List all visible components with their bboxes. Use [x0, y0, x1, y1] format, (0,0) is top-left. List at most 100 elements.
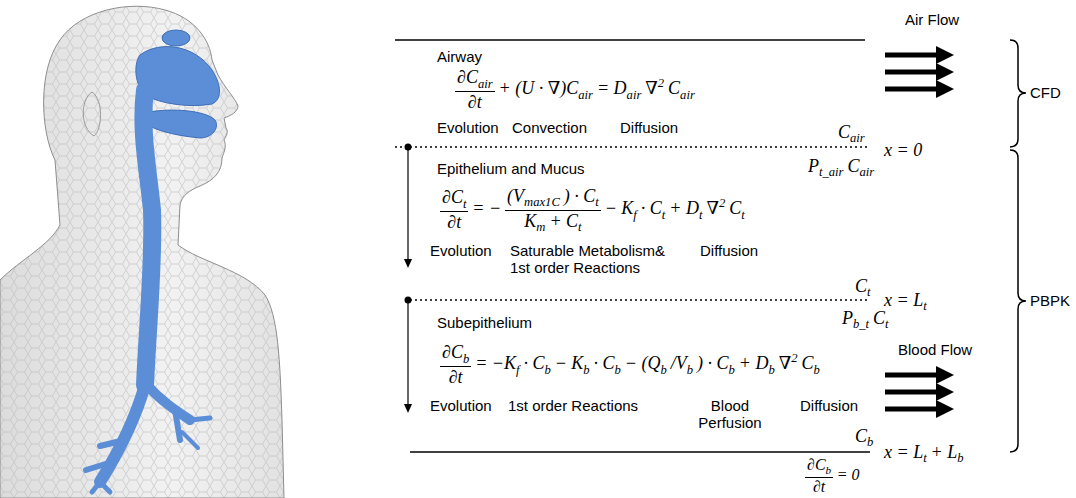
subscript: b	[814, 363, 820, 377]
numerator: ∂Cb	[440, 342, 471, 366]
equation-term: ) · C	[697, 353, 729, 373]
boundary-value: C	[838, 122, 850, 142]
layer-band: SubepitheliumEvolution1st order Reaction…	[395, 300, 870, 452]
denominator: Km+ Ct	[505, 210, 601, 235]
subscript: air	[578, 88, 593, 102]
subscript: t_air	[819, 165, 844, 179]
boundary-value-group: Cb	[855, 426, 873, 450]
equation-term: K	[524, 211, 536, 231]
term-label: Diffusion	[620, 119, 678, 136]
subscript: b	[615, 363, 621, 377]
layer-heading: Subepithelium	[437, 314, 532, 331]
boundary-value-group: Pt_airCair	[808, 156, 874, 180]
boundary-value-group: Cair	[838, 122, 865, 146]
subscript: air	[478, 77, 493, 91]
equation-term: ) · C	[564, 186, 596, 206]
flow-label-group: Blood Flow	[898, 341, 972, 358]
subscript: b_t	[853, 317, 869, 331]
arrow-head	[404, 404, 412, 413]
equation-term: + C	[549, 211, 578, 231]
layer-heading: Airway	[437, 48, 482, 65]
superscript: 2	[658, 76, 664, 90]
blood-flow-arrows	[885, 366, 954, 418]
fraction: ∂Cb∂t	[805, 456, 833, 496]
subscript: air	[680, 88, 695, 102]
model-label-group: CFD	[1030, 84, 1061, 101]
subscript: f	[516, 363, 520, 377]
equation-term: + D	[669, 198, 699, 218]
boundary-dotted-line	[395, 146, 870, 148]
boundary-value: C	[855, 276, 867, 296]
subscript: t	[885, 317, 889, 331]
fraction: ∂Cb∂t	[440, 342, 471, 388]
flow-label: Air Flow	[905, 11, 959, 28]
position-label: + L	[931, 442, 958, 462]
boundary-dotted-line	[405, 299, 870, 301]
term-label: Saturable Metabolism& 1st order Reaction…	[510, 242, 675, 277]
term-label: Convection	[512, 119, 587, 136]
subscript: t	[923, 299, 927, 313]
subscript: b	[957, 451, 963, 465]
fraction: ∂Cair∂t	[455, 67, 495, 113]
layer-heading: Epithelium and Mucus	[437, 160, 585, 177]
equation-term: ∇	[645, 78, 658, 98]
equation-term: ∂C	[442, 342, 463, 362]
flow-label: Blood Flow	[898, 341, 972, 358]
subscript: air	[627, 88, 642, 102]
equation-term-group: ∂Cb∂t= −Kf· Cb− Kb· Cb− (Qb/Vb) · Cb+ Db…	[440, 342, 820, 388]
subscript: b	[867, 435, 873, 449]
superscript: 2	[791, 351, 797, 365]
subscript: b	[768, 363, 774, 377]
equation-term: = −K	[475, 353, 516, 373]
equation-term: · C	[523, 353, 544, 373]
boundary-value: P	[808, 156, 819, 176]
subscript: t	[662, 208, 666, 222]
boundary-value: C	[873, 308, 885, 328]
position-label: x = L	[884, 442, 923, 462]
fraction: (Vmax1C) · CtKm+ Ct	[505, 186, 601, 235]
subscript: t	[867, 285, 871, 299]
bottom-line	[410, 451, 870, 453]
equation-term: ∂C	[442, 187, 463, 207]
equation-term: ∇	[706, 198, 719, 218]
term-label: 1st order Reactions	[508, 397, 638, 414]
depth-arrow	[407, 147, 408, 260]
subscript: air	[850, 131, 865, 145]
body-mesh	[0, 6, 284, 498]
term-label: Blood Perfusion	[690, 397, 770, 432]
layer-band: Epithelium and MucusEvolutionSaturable M…	[395, 147, 870, 300]
position-label: x = 0	[884, 140, 922, 160]
boundary-condition: ∂t	[813, 478, 825, 495]
subscript: f	[633, 208, 637, 222]
equation-term: − (Q	[625, 353, 661, 373]
body-silhouette	[0, 6, 284, 498]
numerator: (Vmax1C) · Ct	[505, 186, 601, 210]
subscript: m	[536, 220, 545, 234]
denominator: ∂t	[455, 91, 495, 113]
subscript: t	[741, 208, 745, 222]
equation-term: C	[801, 353, 813, 373]
boundary-value: C	[855, 426, 867, 446]
equation-term: − K	[605, 198, 634, 218]
subscript: b	[687, 363, 693, 377]
equation-term: = −	[472, 198, 501, 218]
numerator: ∂Ct	[440, 187, 468, 211]
equation-term: C	[729, 198, 741, 218]
boundary-value: P	[842, 308, 853, 328]
subscript: b	[463, 352, 469, 366]
model-label: CFD	[1030, 84, 1061, 101]
air-flow-arrows	[885, 46, 954, 98]
equation-term: ∂t	[468, 92, 482, 112]
boundary-value-group: Ct	[855, 276, 871, 300]
subscript: b	[661, 363, 667, 377]
airway-top-line	[395, 39, 865, 41]
equation-term: ∂C	[457, 67, 478, 87]
subscript: b	[729, 363, 735, 377]
numerator: ∂Cb	[805, 456, 833, 477]
position-label-group: x = 0	[884, 140, 922, 161]
flow-label-group: Air Flow	[905, 11, 959, 28]
term-label: Diffusion	[800, 397, 858, 414]
equation-term: = D	[597, 78, 627, 98]
equation-term: + (U · ∇)C	[499, 78, 579, 98]
boundary-value: C	[847, 156, 859, 176]
